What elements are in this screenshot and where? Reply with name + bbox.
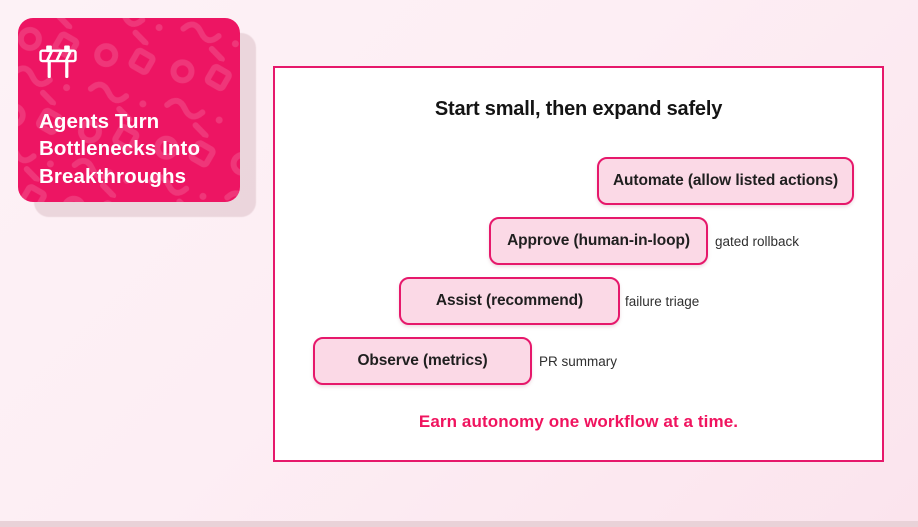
roadblock-icon: [39, 45, 77, 79]
step-observe: Observe (metrics) PR summary: [313, 337, 713, 385]
brand-card: Agents Turn Bottlenecks Into Breakthroug…: [18, 18, 240, 202]
step-assist-box: Assist (recommend): [399, 277, 620, 325]
doodle-pattern: [18, 18, 240, 202]
panel-title: Start small, then expand safely: [434, 98, 723, 120]
tagline: Earn autonomy one workflow at a time.: [418, 412, 739, 431]
step-approve: Approve (human-in-loop) gated rollback: [489, 217, 889, 265]
footer-strip: [0, 521, 918, 527]
step-approve-box: Approve (human-in-loop): [489, 217, 708, 265]
step-automate-box: Automate (allow listed actions): [597, 157, 854, 205]
step-automate: Automate (allow listed actions): [597, 157, 854, 205]
step-assist: Assist (recommend) failure triage: [399, 277, 799, 325]
step-approve-note: gated rollback: [715, 233, 800, 249]
brand-card-title: Agents Turn Bottlenecks Into Breakthroug…: [39, 110, 201, 188]
step-assist-note: failure triage: [625, 293, 700, 309]
step-observe-box: Observe (metrics): [313, 337, 532, 385]
step-observe-note: PR summary: [539, 353, 618, 369]
diagram-panel: Start small, then expand safely Automate…: [273, 66, 884, 462]
